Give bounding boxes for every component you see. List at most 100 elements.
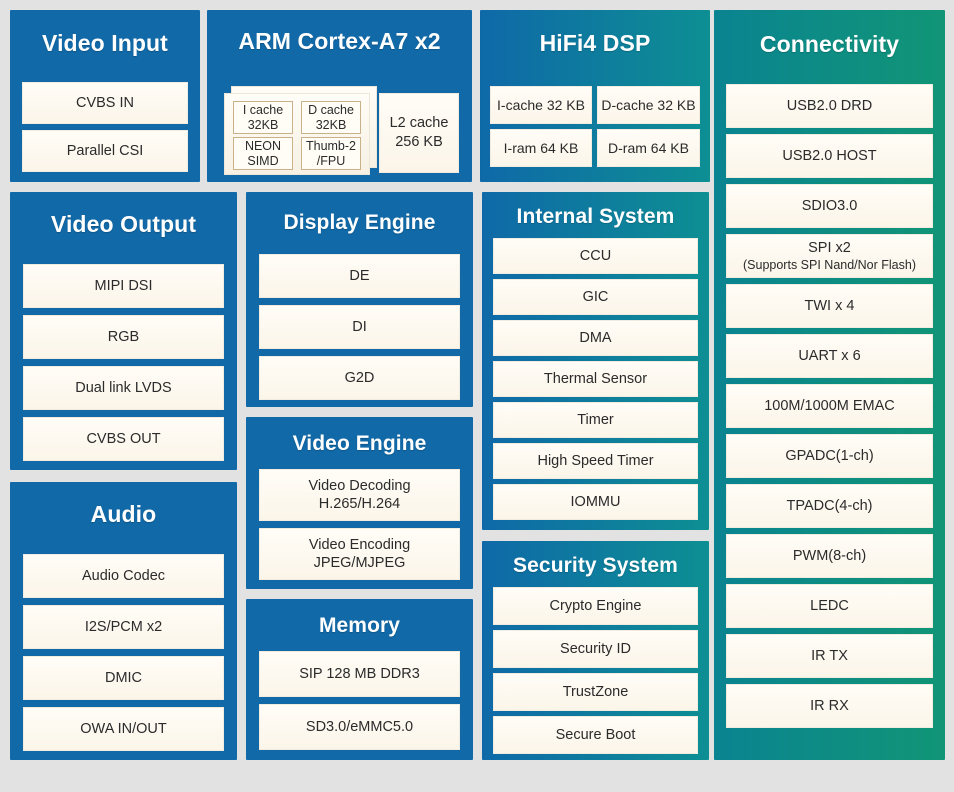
item-label: IOMMU [570,493,621,510]
item-label: TPADC(4-ch) [786,497,873,514]
item-di[interactable]: DI [259,305,460,349]
item-de[interactable]: DE [259,254,460,298]
item-sublabel: JPEG/MJPEG [313,555,406,571]
arm-cell-line1: I cache [242,103,284,118]
item-label: CVBS OUT [86,430,161,447]
block-items-display-engine: DE DI G2D [246,254,473,400]
block-title-connectivity: Connectivity [759,31,900,57]
arm-cell-line2: 32KB [247,117,279,132]
item-label: Thermal Sensor [543,370,648,387]
item-ir-tx[interactable]: IR TX [726,634,933,678]
item-ccu[interactable]: CCU [493,238,698,274]
block-title-display-engine: Display Engine [283,211,436,234]
block-items-internal-system: CCU GIC DMA Thermal Sensor Timer High Sp… [482,238,709,520]
item-sd-emmc[interactable]: SD3.0/eMMC5.0 [259,704,460,750]
item-timer[interactable]: Timer [493,402,698,438]
arm-cell-neon-simd[interactable]: NEON SIMD [233,137,293,170]
item-label: USB2.0 HOST [782,147,877,164]
arm-cell-i-cache[interactable]: I cache 32KB [233,101,293,134]
item-label: SIP 128 MB DDR3 [299,665,420,682]
block-video-output[interactable]: Video Output MIPI DSI RGB Dual link LVDS… [10,192,237,470]
item-crypto-engine[interactable]: Crypto Engine [493,587,698,625]
item-audio-codec[interactable]: Audio Codec [23,554,224,598]
item-iommu[interactable]: IOMMU [493,484,698,520]
item-cvbs-out[interactable]: CVBS OUT [23,417,224,461]
item-dma[interactable]: DMA [493,320,698,356]
item-label: 100M/1000M EMAC [764,397,895,414]
block-title-internal-system: Internal System [516,205,675,228]
item-uart-x6[interactable]: UART x 6 [726,334,933,378]
block-connectivity[interactable]: Connectivity USB2.0 DRD USB2.0 HOST SDIO… [714,10,945,760]
block-title-video-output: Video Output [50,211,197,237]
item-parallel-csi[interactable]: Parallel CSI [22,130,188,172]
block-audio[interactable]: Audio Audio Codec I2S/PCM x2 DMIC OWA IN… [10,482,237,760]
arm-cell-line2: /FPU [316,153,346,168]
item-usb20-host[interactable]: USB2.0 HOST [726,134,933,178]
item-label: Video Decoding [308,477,411,494]
item-dual-link-lvds[interactable]: Dual link LVDS [23,366,224,410]
item-ledc[interactable]: LEDC [726,584,933,628]
item-ir-rx[interactable]: IR RX [726,684,933,728]
block-memory[interactable]: Memory SIP 128 MB DDR3 SD3.0/eMMC5.0 [246,599,473,760]
item-label: Video Encoding [308,536,411,553]
cell-d-ram-64kb[interactable]: D-ram 64 KB [597,129,700,167]
arm-l2-cache[interactable]: L2 cache 256 KB [379,93,459,173]
item-i2s-pcm[interactable]: I2S/PCM x2 [23,605,224,649]
item-emac[interactable]: 100M/1000M EMAC [726,384,933,428]
item-owa-in-out[interactable]: OWA IN/OUT [23,707,224,751]
item-video-encoding[interactable]: Video Encoding JPEG/MJPEG [259,528,460,580]
item-label: DI [352,318,367,335]
item-label: Security ID [560,640,631,657]
item-gic[interactable]: GIC [493,279,698,315]
item-sip-ddr3[interactable]: SIP 128 MB DDR3 [259,651,460,697]
arm-cell-thumb2-fpu[interactable]: Thumb-2 /FPU [301,137,361,170]
arm-cell-d-cache[interactable]: D cache 32KB [301,101,361,134]
block-security-system[interactable]: Security System Crypto Engine Security I… [482,541,709,760]
item-label: Dual link LVDS [75,379,172,396]
item-security-id[interactable]: Security ID [493,630,698,668]
item-video-decoding[interactable]: Video Decoding H.265/H.264 [259,469,460,521]
item-g2d[interactable]: G2D [259,356,460,400]
item-thermal-sensor[interactable]: Thermal Sensor [493,361,698,397]
cell-i-ram-64kb[interactable]: I-ram 64 KB [490,129,592,167]
item-spi-x2[interactable]: SPI x2 (Supports SPI Nand/Nor Flash) [726,234,933,278]
item-mipi-dsi[interactable]: MIPI DSI [23,264,224,308]
block-items-video-output: MIPI DSI RGB Dual link LVDS CVBS OUT [10,264,237,461]
item-twi-x4[interactable]: TWI x 4 [726,284,933,328]
item-label: USB2.0 DRD [786,97,873,114]
block-display-engine[interactable]: Display Engine DE DI G2D [246,192,473,407]
item-secure-boot[interactable]: Secure Boot [493,716,698,754]
block-title-security-system: Security System [513,554,678,577]
item-label-group: Video Decoding H.265/H.264 [308,477,410,513]
item-usb20-drd[interactable]: USB2.0 DRD [726,84,933,128]
block-arm-cortex-a7[interactable]: ARM Cortex-A7 x2 I cache 32KB D cache 32… [207,10,472,182]
block-title-memory: Memory [318,614,401,637]
item-sublabel: H.265/H.264 [318,496,401,512]
item-sdio30[interactable]: SDIO3.0 [726,184,933,228]
item-trustzone[interactable]: TrustZone [493,673,698,711]
item-label: OWA IN/OUT [80,720,167,737]
item-label: LEDC [810,597,849,614]
item-cvbs-in[interactable]: CVBS IN [22,82,188,124]
block-video-input[interactable]: Video Input CVBS IN Parallel CSI [10,10,200,182]
block-title-video-engine: Video Engine [292,432,427,455]
item-label: Parallel CSI [66,142,144,159]
item-label: Secure Boot [555,726,636,743]
item-label: CCU [579,247,612,264]
block-internal-system[interactable]: Internal System CCU GIC DMA Thermal Sens… [482,192,709,530]
item-label: GIC [582,288,609,305]
item-high-speed-timer[interactable]: High Speed Timer [493,443,698,479]
item-dmic[interactable]: DMIC [23,656,224,700]
cell-d-cache-32kb[interactable]: D-cache 32 KB [597,86,700,124]
item-gpadc[interactable]: GPADC(1-ch) [726,434,933,478]
item-tpadc[interactable]: TPADC(4-ch) [726,484,933,528]
block-video-engine[interactable]: Video Engine Video Decoding H.265/H.264 … [246,417,473,589]
item-rgb[interactable]: RGB [23,315,224,359]
arm-l2-line2: 256 KB [395,134,443,150]
item-pwm[interactable]: PWM(8-ch) [726,534,933,578]
arm-cell-line1: Thumb-2 [305,139,357,154]
cell-i-cache-32kb[interactable]: I-cache 32 KB [490,86,592,124]
arm-cell-text: D cache 32KB [302,103,360,132]
block-hifi4-dsp[interactable]: HiFi4 DSP I-cache 32 KB D-cache 32 KB I-… [480,10,710,182]
